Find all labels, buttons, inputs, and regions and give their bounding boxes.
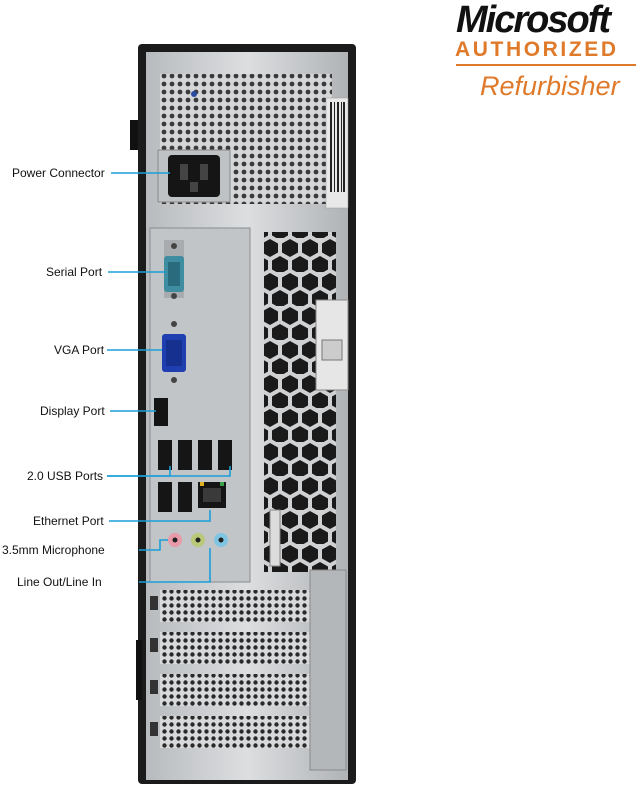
callout-vga-port: VGA Port bbox=[54, 343, 105, 357]
barcode bbox=[330, 102, 345, 192]
authorized-text: AUTHORIZED bbox=[455, 38, 619, 61]
callout-display-port: Display Port bbox=[40, 404, 105, 418]
callout-lines bbox=[107, 172, 231, 583]
callout-microphone: 3.5mm Microphone bbox=[2, 543, 105, 557]
callout-line-out-in: Line Out/Line In bbox=[17, 575, 102, 589]
callout-ethernet-port: Ethernet Port bbox=[33, 514, 104, 528]
callout-power-connector: Power Connector bbox=[12, 166, 105, 180]
callout-usb-ports: 2.0 USB Ports bbox=[27, 469, 104, 483]
microsoft-logo-text: Microsoft bbox=[456, 0, 611, 41]
logo-divider bbox=[456, 64, 636, 66]
side-slot bbox=[269, 509, 281, 567]
display-port bbox=[154, 398, 168, 426]
refurbisher-text: Refurbisher bbox=[480, 71, 620, 101]
psu-screw bbox=[191, 91, 197, 97]
callout-serial-port: Serial Port bbox=[46, 265, 103, 279]
pci-slots bbox=[150, 569, 347, 771]
usb-ports bbox=[158, 440, 232, 512]
